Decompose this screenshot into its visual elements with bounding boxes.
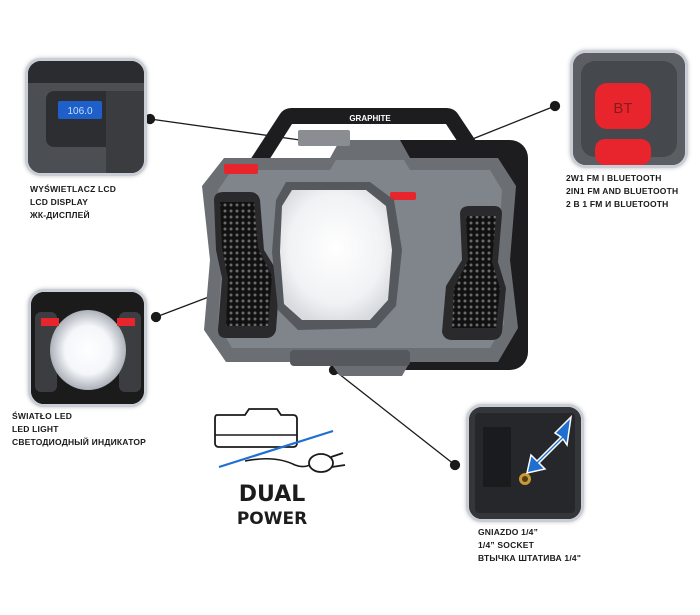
fm-button bbox=[595, 139, 651, 165]
leader-dot-led bbox=[150, 311, 162, 323]
socket-thumbnail bbox=[466, 404, 584, 522]
leader-dot-bluetooth bbox=[549, 100, 561, 112]
red-button-left bbox=[224, 164, 258, 174]
led-thumbnail bbox=[28, 289, 147, 407]
callout-lcd-line1: WYŚWIETLACZ LCD bbox=[30, 184, 117, 194]
callout-led-line3: СВЕТОДИОДНЫЙ ИНДИКАТОР bbox=[12, 437, 147, 447]
divider-line bbox=[218, 429, 334, 469]
battery-icon bbox=[214, 408, 298, 448]
plug-icon bbox=[308, 453, 334, 473]
bt-button bbox=[595, 83, 651, 129]
callout-bluetooth-line1: 2W1 FM I BLUETOOTH bbox=[566, 173, 662, 183]
callout-led-line1: ŚWIATŁO LED bbox=[12, 411, 73, 421]
bt-button-label: BT bbox=[613, 100, 632, 117]
callout-bluetooth-line2: 2IN1 FM AND BLUETOOTH bbox=[566, 186, 679, 196]
leader-line-bluetooth bbox=[469, 105, 556, 141]
leader-dot-socket bbox=[449, 459, 461, 471]
callout-bluetooth-line3: 2 В 1 FM И BLUETOOTH bbox=[566, 199, 669, 209]
leader-line-socket bbox=[333, 369, 456, 466]
callout-bluetooth: 2W1 FM I BLUETOOTH 2IN1 FM AND BLUETOOTH… bbox=[566, 172, 678, 211]
arrow-icon bbox=[526, 414, 573, 474]
speaker-grille-left bbox=[220, 202, 272, 326]
bottom-foot bbox=[290, 350, 410, 366]
dual-power-line1: DUAL bbox=[238, 482, 306, 507]
callout-socket: GNIAZDO 1/4” 1/4” SOCKET ВТЫЧКА ШТАТИВА … bbox=[478, 526, 581, 565]
callout-lcd-line2: LCD DISPLAY bbox=[30, 197, 89, 207]
top-clip bbox=[298, 130, 350, 146]
callout-socket-line1: GNIAZDO 1/4” bbox=[478, 527, 539, 537]
callout-led: ŚWIATŁO LED LED LIGHT СВЕТОДИОДНЫЙ ИНДИК… bbox=[12, 410, 146, 449]
dual-power-label: DUAL POWER bbox=[232, 482, 312, 532]
led-glow bbox=[50, 310, 126, 390]
callout-lcd: WYŚWIETLACZ LCD LCD DISPLAY ЖК-ДИСПЛЕЙ bbox=[30, 183, 116, 222]
lcd-screen bbox=[58, 101, 102, 119]
bluetooth-thumbnail: BT bbox=[570, 50, 688, 168]
callout-socket-line2: 1/4” SOCKET bbox=[478, 540, 535, 550]
cable bbox=[244, 457, 314, 468]
lcd-readout: 106.0 bbox=[67, 106, 92, 117]
lcd-thumbnail: 106.0 bbox=[25, 58, 147, 176]
product-image: GRAPHITE bbox=[202, 108, 528, 376]
power-sources-icon bbox=[214, 408, 346, 473]
led-panel bbox=[280, 190, 392, 320]
callout-lcd-line3: ЖК-ДИСПЛЕЙ bbox=[30, 210, 90, 220]
speaker-grille-right bbox=[452, 216, 500, 328]
callout-socket-line3: ВТЫЧКА ШТАТИВА 1/4" bbox=[478, 553, 582, 563]
handle bbox=[250, 108, 490, 170]
brand-logo: GRAPHITE bbox=[349, 114, 391, 123]
callout-led-line2: LED LIGHT bbox=[12, 424, 59, 434]
dual-power-line2: POWER bbox=[236, 509, 308, 529]
red-button-right bbox=[390, 192, 416, 200]
